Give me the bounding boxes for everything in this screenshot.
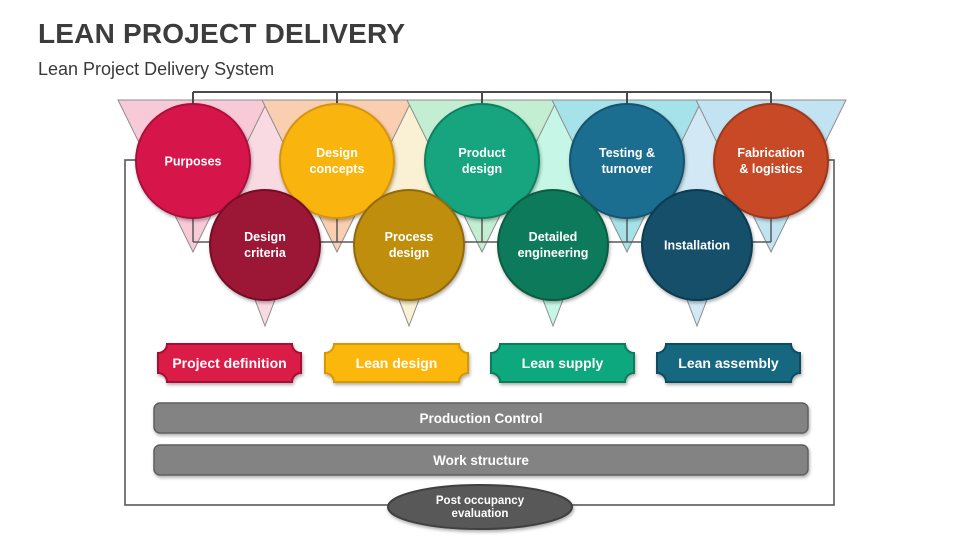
circle-label-testing-turnover: Testing &turnover: [599, 146, 655, 176]
circle-label-installation: Installation: [664, 239, 730, 253]
circle-testing-turnover: [569, 103, 685, 219]
circle-label-purposes: Purposes: [165, 155, 222, 169]
bar-label-work-structure: Work structure: [433, 453, 529, 468]
page-title: LEAN PROJECT DELIVERY: [38, 18, 406, 49]
circle-detailed-engineering: [497, 189, 609, 301]
badge-label-lean-supply: Lean supply: [522, 355, 604, 371]
circle-product-design: [424, 103, 540, 219]
bar-production-control: [153, 402, 809, 434]
badge-label-project-definition: Project definition: [172, 355, 286, 371]
badge-label-lean-assembly: Lean assembly: [678, 355, 779, 371]
badge-lean-assembly: [656, 343, 801, 383]
badge-lean-supply: [490, 343, 635, 383]
circle-label-fabrication-logistics: Fabrication& logistics: [737, 146, 804, 176]
bar-work-structure: [153, 444, 809, 476]
badge-project-definition: [157, 343, 302, 383]
page-subtitle: Lean Project Delivery System: [38, 59, 275, 79]
ellipse-post-occupancy-evaluation: [387, 484, 573, 530]
circle-design-criteria: [209, 189, 321, 301]
circle-process-design: [353, 189, 465, 301]
badge-lean-design: [324, 343, 469, 383]
circle-installation: [641, 189, 753, 301]
circle-design-concepts: [279, 103, 395, 219]
circle-purposes: [135, 103, 251, 219]
badge-label-lean-design: Lean design: [356, 355, 438, 371]
bar-label-production-control: Production Control: [420, 411, 543, 426]
circle-fabrication-logistics: [713, 103, 829, 219]
